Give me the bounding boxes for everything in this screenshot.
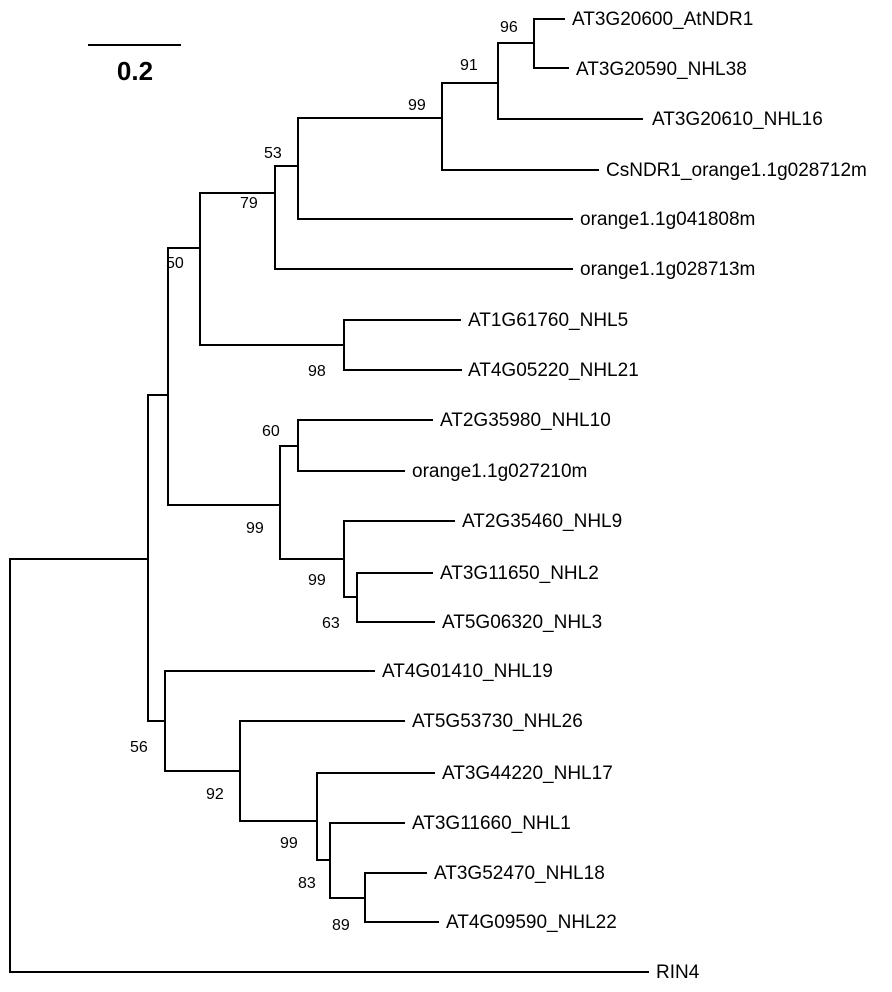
branch-node-56-vertical [164,670,241,772]
leaf-label: AT3G20600_AtNDR1 [572,9,753,30]
leaf-label: AT1G61760_NHL5 [468,310,628,331]
branch-node-96-vertical [533,18,569,69]
branch-node-89 [364,872,439,923]
branch-node-53 [274,165,573,220]
branch-node-83 [329,822,366,899]
leaf-label: RIN4 [656,962,700,983]
support-value: 96 [500,19,518,36]
leaf-label: AT5G53730_NHL26 [412,711,583,732]
leaf-labels: AT3G20600_AtNDR1 AT3G20590_NHL38 AT3G206… [382,9,867,983]
support-value: 91 [460,57,478,74]
tree-branches [9,18,649,973]
support-value: 83 [298,875,316,892]
leaf-label: AT3G11660_NHL1 [412,813,571,834]
support-value: 53 [264,145,282,162]
support-value: 79 [240,195,258,212]
support-value: 92 [206,786,224,803]
branch-node-60-vertical [297,419,405,472]
support-value: 56 [130,739,148,756]
leaf-label: AT4G01410_NHL19 [382,661,553,682]
support-value: 99 [408,97,426,114]
branch-node-92 [239,720,318,822]
leaf-label: AT5G06320_NHL3 [442,612,602,633]
leaf-label: orange1.1g041808m [580,209,755,230]
support-value: 63 [322,615,340,632]
leaf-label: AT2G35460_NHL9 [462,511,622,532]
leaf-label: AT3G20610_NHL16 [652,109,823,130]
support-value: 98 [308,363,326,380]
leaf-label: orange1.1g028713m [580,259,755,280]
support-value: 99 [246,520,264,537]
branch-node-63 [356,572,435,623]
leaf-label: AT3G44220_NHL17 [442,763,613,784]
support-values: 96 91 99 53 79 50 98 60 99 99 63 56 92 9… [130,19,518,934]
scale-bar-label: 0.2 [117,56,153,86]
branch-node-91-vertical [497,42,643,120]
support-value: 89 [332,917,350,934]
branch-node-53-up [297,117,443,167]
branch-node-99-bottom [316,772,331,861]
leaf-label: orange1.1g027210m [412,461,587,482]
branch-node-98-vertical [343,319,462,371]
leaf-label: AT3G11650_NHL2 [440,563,599,584]
branch-root [9,558,649,973]
branch-node-99-top [441,82,599,171]
support-value: 50 [166,255,184,272]
support-value: 99 [280,835,298,852]
branch-node-99-nhl [343,520,358,598]
support-value: 99 [308,572,326,589]
leaf-label: CsNDR1_orange1.1g028712m [606,160,867,181]
leaf-label: AT4G09590_NHL22 [446,912,617,933]
branch-node-99-mid-vertical [279,445,345,560]
leaf-label: AT3G20590_NHL38 [576,59,747,80]
leaf-label: AT4G05220_NHL21 [468,360,639,381]
support-value: 60 [262,423,280,440]
branch-node-79 [199,192,573,270]
leaf-label: AT2G35980_NHL10 [440,410,611,431]
leaf-label: AT3G52470_NHL18 [434,863,605,884]
